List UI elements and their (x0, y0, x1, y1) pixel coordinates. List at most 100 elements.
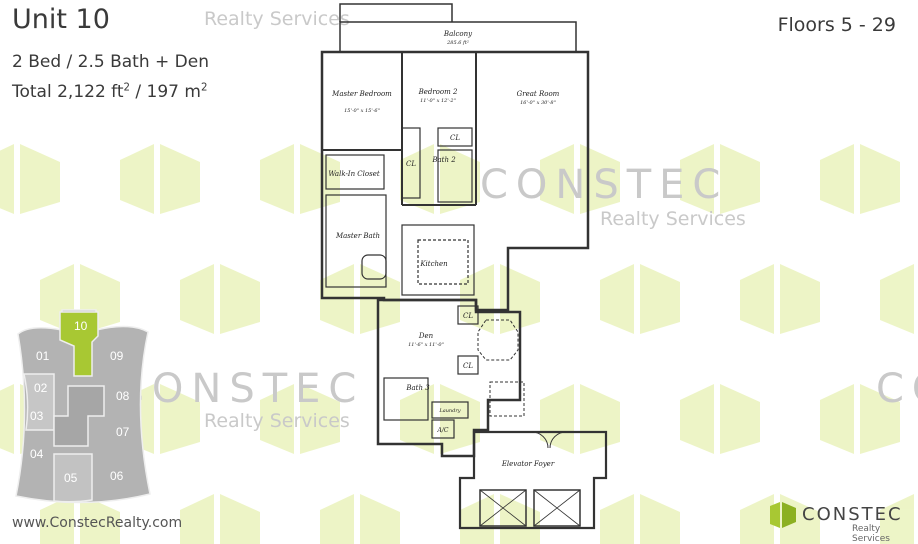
unit-title: Unit 10 (12, 4, 110, 35)
watermark-shape-37 (580, 384, 620, 454)
watermark-brand-right: CONSTEC (876, 366, 918, 412)
label-bedroom2-dims: 11'-0" x 12'-2" (420, 98, 456, 104)
watermark-shape-22 (600, 264, 634, 334)
watermark-shape-54 (880, 494, 914, 544)
watermark-shape-41 (860, 384, 900, 454)
watermark-shape-16 (180, 264, 214, 334)
floors-range: Floors 5 - 29 (777, 14, 896, 36)
watermark-shape-38 (680, 384, 714, 454)
label-master-dims: 15'-0" x 15'-6" (344, 108, 380, 114)
label-balcony-dims: 285.6 ft² (446, 40, 469, 46)
elevator-1-x2 (479, 489, 527, 527)
kitchen-island (417, 239, 469, 285)
label-bath2: Bath 2 (431, 156, 456, 164)
watermark-tagline-left: Realty Services (204, 410, 350, 432)
watermark-brand-left: CONSTEC (116, 366, 365, 412)
walk-in-closet-area (325, 154, 385, 190)
website-url: www.ConstecRealty.com (12, 515, 183, 531)
watermark-shape-44 (180, 494, 214, 544)
logo-name: CONSTEC (802, 504, 903, 525)
lower-dashed-feature (489, 381, 525, 417)
watermark-shape-3 (160, 144, 200, 214)
label-den: Den (418, 332, 434, 340)
watermark-shape-32 (260, 384, 294, 454)
watermark-shape-12 (820, 144, 854, 214)
watermark-realty-top: Realty Services (204, 8, 350, 30)
master-bath-area (325, 194, 387, 288)
keyplan-label-10: 10 (74, 319, 88, 333)
keyplan-label-01: 01 (36, 349, 50, 363)
elevator-foyer-wall (458, 430, 608, 530)
den-closet-1 (457, 305, 479, 325)
watermark-shape-26 (880, 264, 914, 334)
watermark-shape-9 (580, 144, 620, 214)
watermark-shape-47 (360, 494, 400, 544)
watermark-shape-11 (720, 144, 760, 214)
keyplan-label-02: 02 (34, 381, 48, 395)
label-master-bath: Master Bath (335, 232, 380, 240)
watermark-shape-43 (80, 494, 120, 544)
den-dashed-feature (477, 319, 519, 361)
total-area-ft: Total 2,122 ft (12, 82, 124, 102)
watermark-shape-33 (300, 384, 340, 454)
watermark-shape-31 (160, 384, 200, 454)
watermark-shape-50 (600, 494, 634, 544)
label-den-closet-2: CL (463, 362, 473, 370)
lower-exterior-wall (376, 298, 522, 458)
label-master-bedroom: Master Bedroom (331, 90, 392, 98)
keyplan-label-07: 07 (116, 425, 130, 439)
watermark-shape-34 (400, 384, 434, 454)
watermark-brand-center: CONSTEC (480, 162, 729, 208)
watermark-shape-40 (820, 384, 854, 454)
label-elevator-foyer: Elevator Foyer (501, 460, 555, 468)
logo-icon-right (782, 502, 796, 528)
label-laundry: Laundry (438, 408, 460, 414)
building-keyplan: 10 01 09 02 08 03 07 04 05 06 (15, 309, 151, 504)
watermark-shape-10 (680, 144, 714, 214)
keyplan-unit-10-highlight (59, 311, 99, 377)
watermark-shape-7 (440, 144, 480, 214)
watermark-shape-17 (220, 264, 260, 334)
watermark-shape-36 (540, 384, 574, 454)
watermark-shape-5 (300, 144, 340, 214)
balcony-top-rail (339, 3, 453, 22)
watermark-tagline-center: Realty Services (600, 208, 746, 230)
keyplan-core (53, 385, 105, 447)
keyplan-label-06: 06 (110, 469, 124, 483)
watermark-shape-28 (0, 384, 14, 454)
label-closet-master: CL (406, 160, 416, 168)
label-kitchen: Kitchen (419, 260, 448, 268)
watermark-shape-2 (120, 144, 154, 214)
keyplan-unit-02-03 (23, 373, 55, 431)
m-squared: 2 (200, 82, 208, 94)
logo-icon-left (770, 502, 780, 528)
elevator-1 (479, 489, 527, 527)
watermark-shape-42 (40, 494, 74, 544)
keyplan-label-04: 04 (30, 447, 44, 461)
keyplan-label-09: 09 (110, 349, 124, 363)
keyplan-unit-05 (53, 453, 93, 503)
watermark-shape-45 (220, 494, 260, 544)
keyplan-label-08: 08 (116, 389, 130, 403)
label-great-dims: 16'-0" x 30'-8" (520, 100, 556, 106)
den-closet-2 (457, 355, 479, 375)
label-den-closet-1: CL (463, 312, 473, 320)
foyer-door-1 (531, 431, 549, 449)
closet-bed2 (437, 127, 473, 147)
foyer-door-2 (549, 431, 567, 449)
kitchen-area (401, 224, 475, 296)
watermark-shape-4 (260, 144, 294, 214)
label-bedroom2: Bedroom 2 (418, 88, 458, 96)
keyplan-label-03: 03 (30, 409, 44, 423)
bath2-area (437, 149, 473, 203)
beds-baths: 2 Bed / 2.5 Bath + Den (12, 52, 210, 72)
ac-area (431, 419, 455, 439)
label-bath3: Bath 3 (405, 384, 430, 392)
label-closet-bed2: CL (450, 134, 460, 142)
elevator-2 (533, 489, 581, 527)
watermark-shape-6 (400, 144, 434, 214)
label-den-dims: 11'-6" x 11'-0" (408, 342, 444, 348)
ft-squared: 2 (123, 82, 131, 94)
closet-master (401, 127, 421, 199)
